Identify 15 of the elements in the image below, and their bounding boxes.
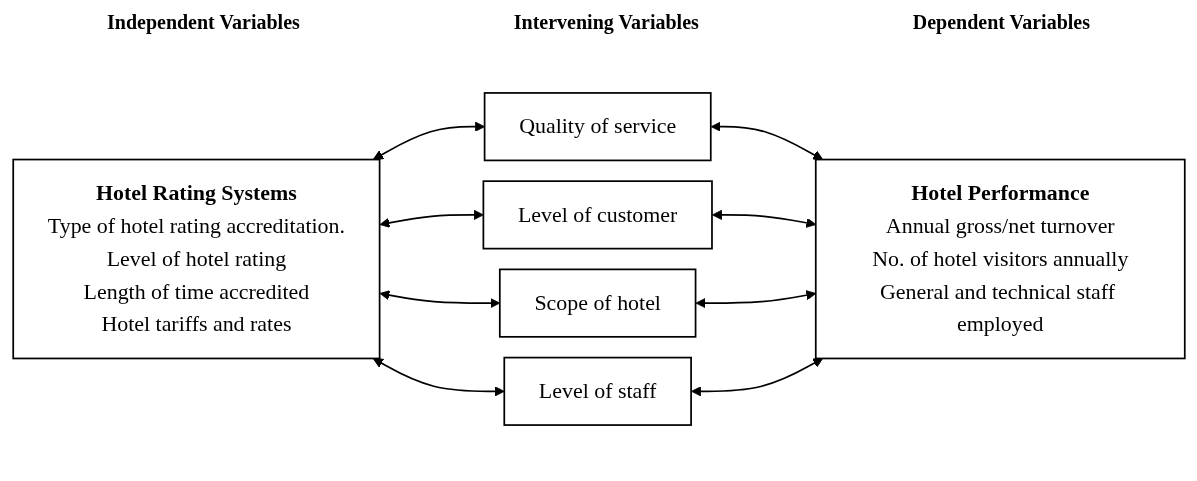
column-heading: Intervening Variables bbox=[513, 10, 699, 34]
arrow bbox=[690, 358, 823, 397]
node-box: Quality of service bbox=[483, 92, 712, 162]
arrow bbox=[695, 290, 816, 309]
column-heading: Independent Variables bbox=[106, 10, 300, 34]
arrow bbox=[710, 121, 823, 160]
node-box: Level of staff bbox=[502, 356, 692, 426]
node-box: Level of customer bbox=[482, 180, 713, 250]
node-box: Hotel Rating Systems Type of hotel rating accreditation. Level of hotel rating Length of time accredited Hotel tariffs and rates bbox=[11, 158, 380, 360]
node-box: Hotel Performance Annual gross/net turnover No. of hotel visitors annually General and technical staff employed bbox=[814, 158, 1186, 360]
node-box: Scope of hotel bbox=[498, 268, 696, 338]
arrow bbox=[379, 290, 500, 309]
arrow bbox=[711, 209, 816, 228]
arrow bbox=[372, 121, 485, 160]
column-heading: Dependent Variables bbox=[912, 10, 1090, 34]
